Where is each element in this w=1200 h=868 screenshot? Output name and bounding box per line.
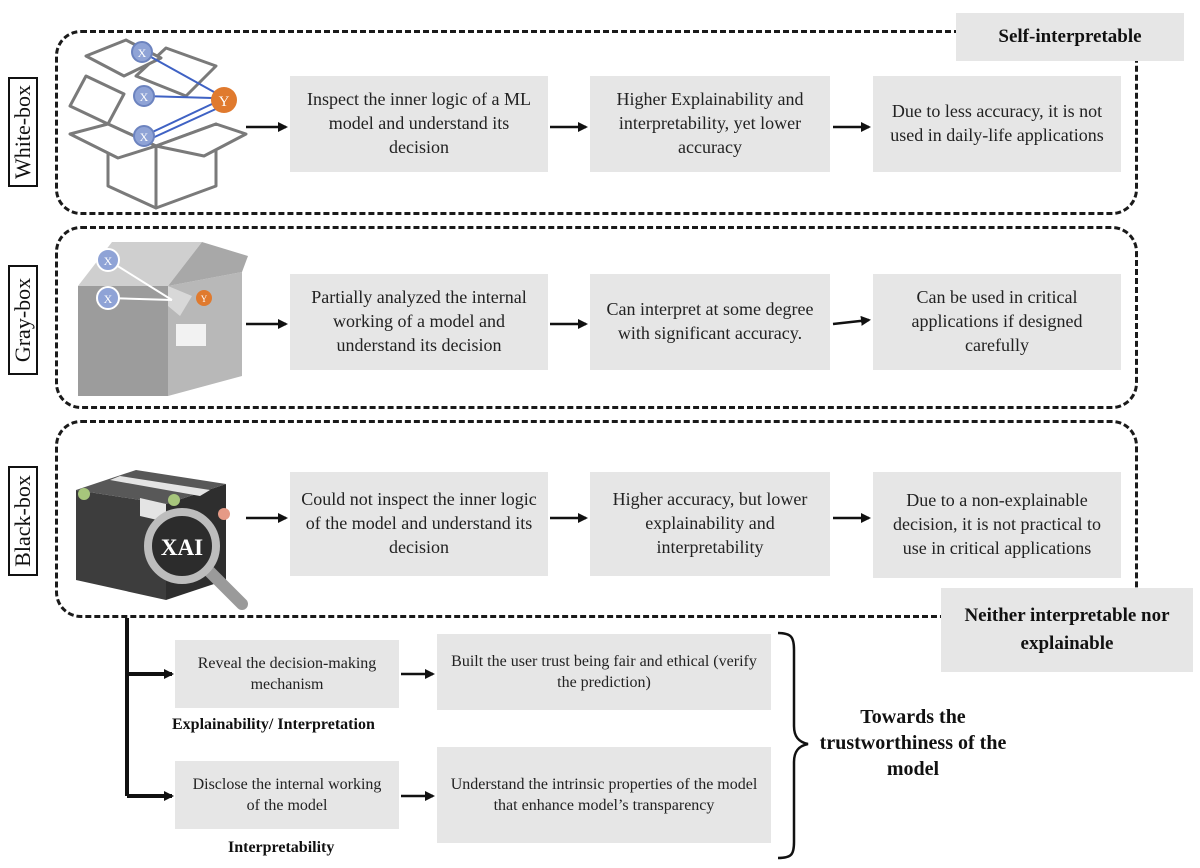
disclose-internal-step: Disclose the internal working of the mod… [175,761,399,829]
arrow-icon [832,315,871,326]
svg-text:X: X [138,46,147,60]
white-box-frame [55,30,1138,215]
gray-box-step-1: Partially analyzed the internal working … [290,274,548,370]
svg-text:X: X [140,130,149,144]
self-interpretable-tag: Self-interpretable [956,13,1184,61]
intrinsic-properties-step: Understand the intrinsic properties of t… [437,747,771,843]
reveal-decision-step: Reveal the decision-making mechanism [175,640,399,708]
input-node-icon: X [131,41,153,63]
white-box-step-1: Inspect the inner logic of a ML model an… [290,76,548,172]
white-box-step-3: Due to less accuracy, it is not used in … [873,76,1121,172]
svg-text:XAI: XAI [161,535,203,560]
black-box-icon: XAI [76,470,248,610]
input-node-icon: X [96,286,120,310]
output-node-icon: Y [196,290,212,306]
gray-box-frame [55,226,1138,409]
svg-text:X: X [140,90,149,104]
svg-text:X: X [104,292,113,306]
right-brace [777,631,809,860]
input-node-icon: X [133,85,155,107]
white-box-label: White-box [8,77,38,187]
input-node-icon: X [96,248,120,272]
gray-box-step-3: Can be used in critical applications if … [873,274,1121,370]
black-box-label: Black-box [8,466,38,576]
magnifier-icon: XAI [144,508,248,610]
svg-text:Y: Y [219,94,230,110]
gray-box-icon: X X Y [78,242,248,396]
interpretability-caption: Interpretability [228,839,335,856]
output-node-icon: Y [211,87,237,113]
svg-text:X: X [104,254,113,268]
gray-box-label: Gray-box [8,265,38,375]
white-box-icon: X X X Y [68,38,248,210]
trustworthiness-goal: Towards the trustworthiness of the model [819,706,1007,780]
black-box-frame [55,420,1138,618]
explainability-caption: Explainability/ Interpretation [172,716,375,733]
input-node-icon: X [133,125,155,147]
black-box-step-1: Could not inspect the inner logic of the… [290,472,548,576]
black-box-step-3: Due to a non-explainable decision, it is… [873,472,1121,578]
svg-text:Y: Y [201,294,208,304]
build-trust-step: Built the user trust being fair and ethi… [437,634,771,710]
white-box-step-2: Higher Explainability and interpretabili… [590,76,830,172]
black-box-step-2: Higher accuracy, but lower explainabilit… [590,472,830,576]
gray-box-step-2: Can interpret at some degree with signif… [590,274,830,370]
neither-interpretable-tag: Neither interpretable nor explainable [941,588,1193,672]
